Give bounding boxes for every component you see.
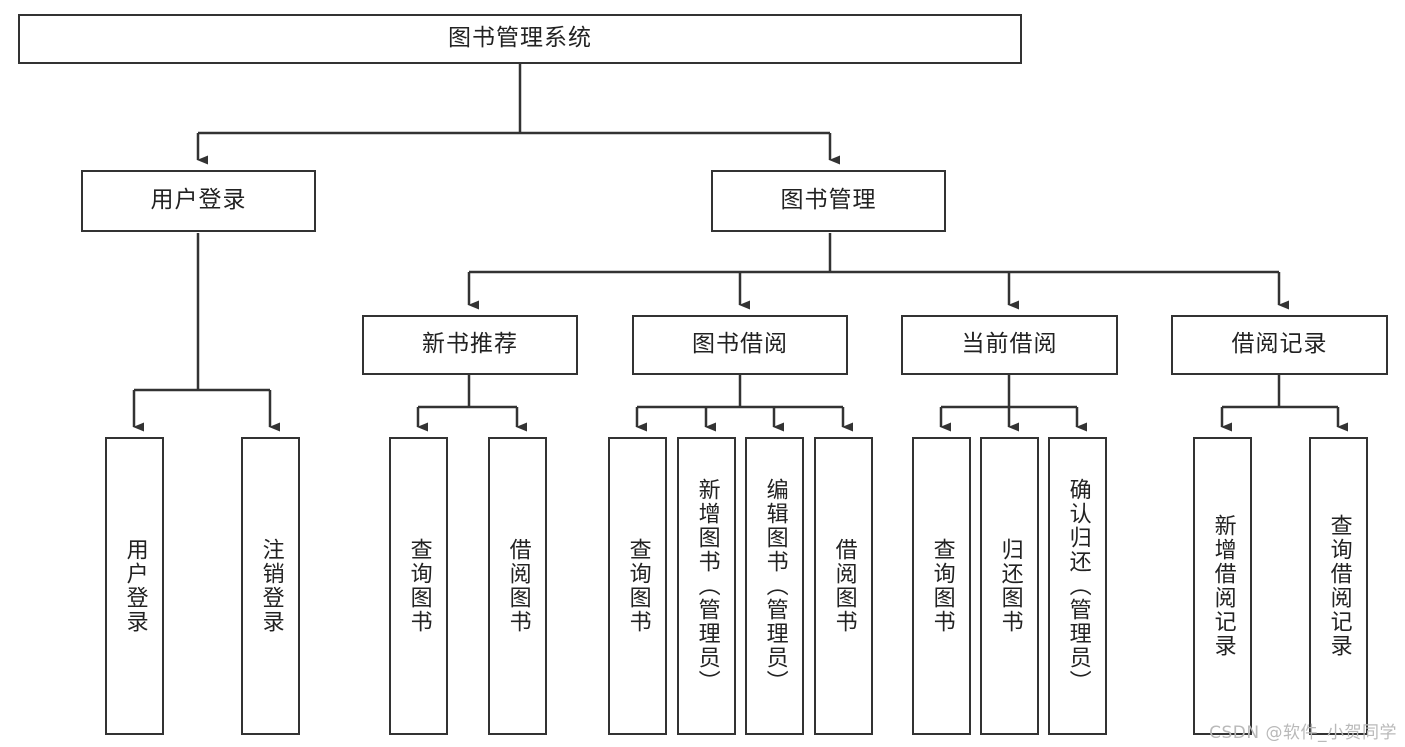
leaf-label: 查询图书 — [929, 538, 955, 634]
node-borrow-record[interactable]: 借阅记录 — [1171, 315, 1388, 375]
leaf-label: 查询图书 — [406, 538, 432, 634]
leaf-label: 注销登录 — [258, 538, 284, 634]
node-root-system[interactable]: 图书管理系统 — [18, 14, 1022, 64]
csdn-watermark: CSDN @软件_小贺同学 — [1209, 723, 1397, 743]
leaf-label: 借阅图书 — [831, 538, 857, 634]
leaf-label: 借阅图书 — [505, 538, 531, 634]
leaf-current-return-book[interactable]: 归还图书 — [980, 437, 1039, 735]
leaf-borrow-add-book-admin[interactable]: 新增图书（管理员） — [677, 437, 736, 735]
leaf-user-login-signout[interactable]: 注销登录 — [241, 437, 300, 735]
leaf-current-query-book[interactable]: 查询图书 — [912, 437, 971, 735]
leaf-new-book-borrow[interactable]: 借阅图书 — [488, 437, 547, 735]
node-current-borrow[interactable]: 当前借阅 — [901, 315, 1118, 375]
leaf-label: 归还图书 — [997, 538, 1023, 634]
leaf-label: 查询借阅记录 — [1326, 514, 1352, 658]
leaf-label: 确认归还（管理员） — [1065, 478, 1091, 694]
leaf-label: 编辑图书（管理员） — [762, 478, 788, 694]
leaf-label: 新增借阅记录 — [1210, 514, 1236, 658]
leaf-borrow-borrow-book[interactable]: 借阅图书 — [814, 437, 873, 735]
node-user-login[interactable]: 用户登录 — [81, 170, 316, 232]
leaf-user-login-signin[interactable]: 用户登录 — [105, 437, 164, 735]
leaf-borrow-query-book[interactable]: 查询图书 — [608, 437, 667, 735]
node-new-book-recommend[interactable]: 新书推荐 — [362, 315, 578, 375]
leaf-label: 用户登录 — [122, 538, 148, 634]
leaf-label: 查询图书 — [625, 538, 651, 634]
leaf-borrow-edit-book-admin[interactable]: 编辑图书（管理员） — [745, 437, 804, 735]
leaf-record-add-record[interactable]: 新增借阅记录 — [1193, 437, 1252, 735]
leaf-new-book-query[interactable]: 查询图书 — [389, 437, 448, 735]
leaf-label: 新增图书（管理员） — [694, 478, 720, 694]
node-book-management[interactable]: 图书管理 — [711, 170, 946, 232]
leaf-record-query-record[interactable]: 查询借阅记录 — [1309, 437, 1368, 735]
node-book-borrow[interactable]: 图书借阅 — [632, 315, 848, 375]
leaf-current-confirm-return-admin[interactable]: 确认归还（管理员） — [1048, 437, 1107, 735]
